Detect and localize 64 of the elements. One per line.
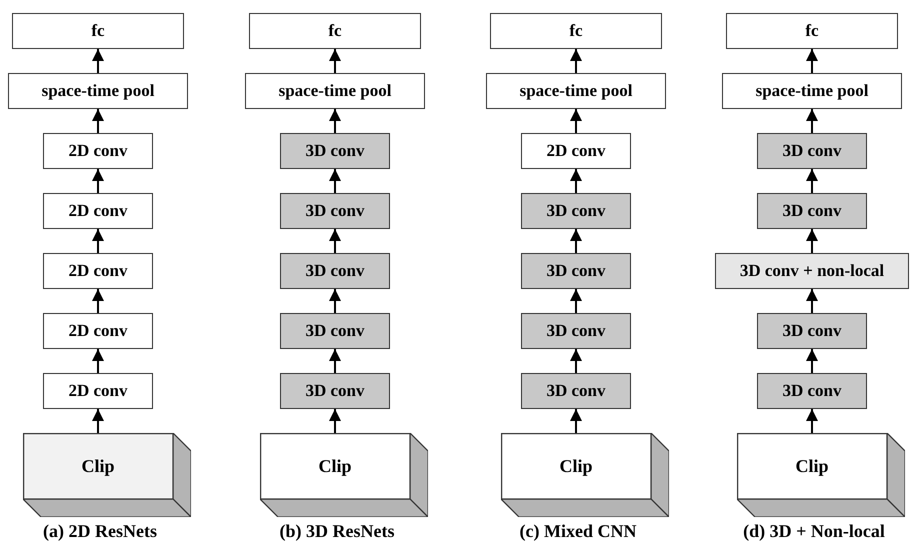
layer-box: 3D conv	[521, 313, 631, 349]
arrow	[329, 349, 341, 373]
layer-box: 2D conv	[43, 193, 153, 229]
layer-box: fc	[249, 13, 421, 49]
layer-box: 2D conv	[43, 253, 153, 289]
arrow	[570, 229, 582, 253]
layer-box: fc	[490, 13, 662, 49]
arrow	[92, 169, 104, 193]
layer-box: fc	[12, 13, 184, 49]
panel-caption: (b) 3D ResNets	[280, 520, 394, 543]
arrow	[92, 109, 104, 133]
arrow	[570, 49, 582, 73]
layer-box: 3D conv	[757, 373, 867, 409]
layer-box: 3D conv	[280, 373, 390, 409]
layer-box: 3D conv	[521, 373, 631, 409]
arrow	[92, 229, 104, 253]
arrow	[329, 289, 341, 313]
arrow	[92, 349, 104, 373]
layer-box: space-time pool	[722, 73, 902, 109]
arrow	[806, 349, 818, 373]
layer-box: 2D conv	[521, 133, 631, 169]
layer-box: 3D conv	[757, 193, 867, 229]
arrow	[806, 229, 818, 253]
layer-box: 2D conv	[43, 373, 153, 409]
layer-box: 3D conv	[280, 133, 390, 169]
layer-box: 2D conv	[43, 133, 153, 169]
arrow	[806, 409, 818, 433]
arrow	[92, 49, 104, 73]
layer-box: 2D conv	[43, 313, 153, 349]
node-label: Clip	[81, 454, 114, 478]
arrow	[570, 289, 582, 313]
arrow	[329, 409, 341, 433]
panel-caption: (d) 3D + Non-local	[743, 520, 885, 543]
layer-box: space-time pool	[245, 73, 425, 109]
layer-box: space-time pool	[486, 73, 666, 109]
layer-box: 3D conv	[757, 133, 867, 169]
arrow	[329, 169, 341, 193]
arrow	[329, 49, 341, 73]
layer-box: 3D conv	[521, 253, 631, 289]
layer-box: fc	[726, 13, 898, 49]
layer-box: 3D conv	[757, 313, 867, 349]
arrow	[570, 169, 582, 193]
panel-caption: (a) 2D ResNets	[43, 520, 157, 543]
panel-caption: (c) Mixed CNN	[520, 520, 636, 543]
arrow	[570, 409, 582, 433]
layer-box: space-time pool	[8, 73, 188, 109]
arrow	[570, 109, 582, 133]
arrow	[570, 349, 582, 373]
arrow	[92, 289, 104, 313]
arrow	[806, 109, 818, 133]
arrow	[806, 289, 818, 313]
node-label: Clip	[559, 454, 592, 478]
node-label: Clip	[795, 454, 828, 478]
layer-box: 3D conv	[280, 253, 390, 289]
layer-box: 3D conv	[280, 193, 390, 229]
layer-box: 3D conv + non-local	[715, 253, 909, 289]
layer-box: 3D conv	[280, 313, 390, 349]
arrow	[92, 409, 104, 433]
layer-box: 3D conv	[521, 193, 631, 229]
arrow	[806, 169, 818, 193]
arrow	[329, 229, 341, 253]
arrow	[806, 49, 818, 73]
node-label: Clip	[318, 454, 352, 478]
arrow	[329, 109, 341, 133]
